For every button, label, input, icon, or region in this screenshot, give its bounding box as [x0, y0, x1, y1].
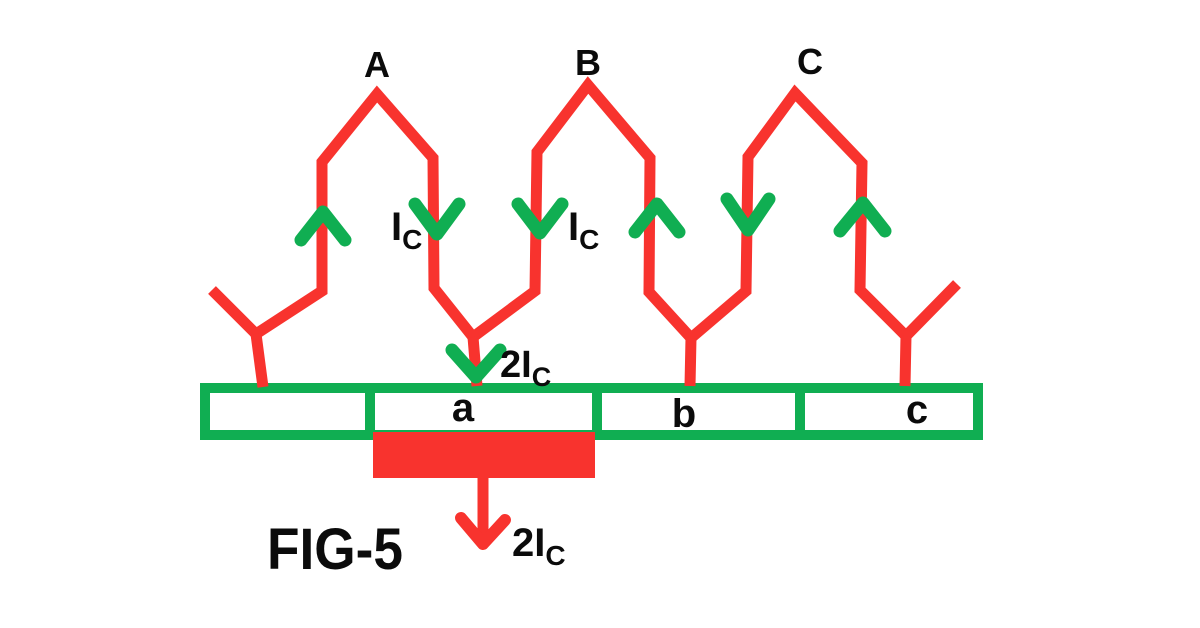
current-down-arrow-coil-a-right: [408, 197, 466, 241]
brush-current-symbol: 2I: [512, 521, 545, 565]
coil-current-label-a: IC: [391, 205, 422, 255]
segment-b-label: b: [672, 392, 696, 436]
brush-current-subscript: C: [545, 540, 565, 571]
winding-to-segment-stubs: [250, 333, 912, 388]
segment-c-label: c: [906, 388, 928, 432]
figure-caption: FIG-5: [267, 517, 403, 582]
coil-current-symbol: I: [391, 205, 402, 249]
coil-current-subscript: C: [579, 224, 599, 255]
total-current-subscript: C: [532, 362, 552, 392]
coil-current-symbol: I: [568, 205, 579, 249]
coil-a-label: A: [364, 44, 390, 85]
current-up-arrow-coil-c-right: [833, 196, 892, 238]
current-down-arrow-coil-b-left: [511, 197, 569, 240]
coil-c-label: C: [797, 41, 823, 82]
brush-output-arrow-head: [455, 512, 511, 550]
commutator-bar: [200, 383, 983, 440]
total-current-down-arrow: [445, 343, 507, 384]
segment-a-label: a: [452, 386, 475, 430]
current-up-arrow-coil-b-right: [628, 197, 686, 239]
segment-divider-lines: [365, 388, 805, 435]
total-current-label: 2IC: [500, 344, 551, 392]
current-down-arrow-coil-c-left: [720, 192, 776, 237]
coil-b-label: B: [575, 42, 601, 83]
current-up-arrow-coil-a-left: [294, 205, 352, 247]
brush-current-label: 2IC: [512, 521, 566, 571]
coil-current-label-b: IC: [568, 205, 599, 255]
brush: [373, 432, 595, 478]
armature-winding-wire: [208, 76, 961, 346]
total-current-symbol: 2I: [500, 344, 532, 386]
coil-current-subscript: C: [402, 224, 422, 255]
